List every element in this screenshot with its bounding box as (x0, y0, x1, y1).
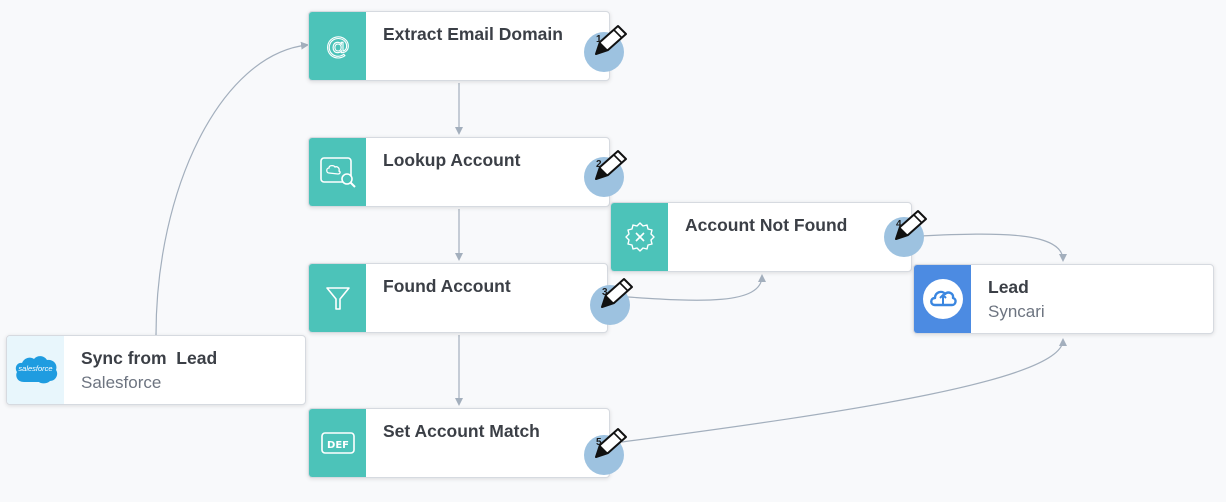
salesforce-logo-text: salesforce (18, 364, 53, 373)
step-5-strip: DEF (309, 409, 366, 477)
source-title: Sync from Lead (81, 348, 218, 368)
at-sign-icon: @ (325, 31, 350, 60)
svg-text:DEF: DEF (327, 440, 349, 451)
step-5-badge-number: 5 (596, 437, 602, 448)
svg-text:@: @ (326, 32, 350, 60)
source-node-salesforce[interactable]: salesforce Sync from Lead Salesforce (6, 335, 306, 405)
step-1-badge-number: 1 (596, 34, 602, 45)
step-lookup-account[interactable]: Lookup Account (308, 137, 610, 207)
lookup-icon (319, 157, 356, 188)
def-icon: DEF (320, 432, 355, 454)
step-1-edit-badge[interactable]: 1 (584, 25, 627, 72)
step-4-badge-number: 4 (896, 219, 902, 230)
step-4-edit-badge[interactable]: 4 (884, 210, 927, 257)
edge-found-to-account-not-found (627, 274, 766, 301)
step-3-strip (309, 264, 366, 332)
step-3-title: Found Account (383, 276, 511, 296)
step-found-account[interactable]: Found Account (308, 263, 608, 333)
step-2-title: Lookup Account (383, 150, 521, 170)
pencil-icon (595, 150, 627, 180)
step-4-title: Account Not Found (685, 215, 848, 235)
syncari-cloud-icon (922, 279, 963, 319)
pencil-icon (595, 25, 627, 55)
destination-subtitle: Syncari (988, 302, 1045, 321)
step-2-edit-badge[interactable]: 2 (584, 150, 627, 197)
salesforce-cloud-icon (15, 356, 57, 384)
step-2-badge-number: 2 (596, 159, 602, 170)
edge-set-account-match-to-lead (621, 338, 1067, 443)
step-5-title: Set Account Match (383, 421, 540, 441)
pencil-icon (601, 278, 633, 308)
step-3-badge-number: 3 (602, 287, 608, 298)
step-4-strip (611, 203, 668, 271)
gear-x-icon (624, 222, 655, 252)
destination-title: Lead (988, 277, 1029, 297)
step-2-strip (309, 138, 366, 206)
step-3-edit-badge[interactable]: 3 (590, 278, 633, 325)
pencil-icon (895, 210, 927, 240)
pencil-icon (595, 428, 627, 458)
destination-strip (914, 265, 971, 333)
step-account-not-found[interactable]: Account Not Found (610, 202, 912, 272)
step-set-account-match[interactable]: DEF Set Account Match (308, 408, 610, 478)
source-subtitle: Salesforce (81, 373, 162, 392)
destination-node-syncari-lead[interactable]: Lead Syncari (913, 264, 1214, 334)
step-1-title: Extract Email Domain (383, 24, 563, 44)
step-1-strip: @ (309, 12, 366, 80)
source-strip: salesforce (7, 336, 64, 404)
step-5-edit-badge[interactable]: 5 (584, 428, 627, 475)
edge-account-not-found-to-lead (919, 233, 1067, 262)
funnel-icon (325, 287, 350, 310)
edge-source-to-extract-email-domain (155, 41, 309, 336)
step-extract-email-domain[interactable]: @ Extract Email Domain (308, 11, 610, 81)
